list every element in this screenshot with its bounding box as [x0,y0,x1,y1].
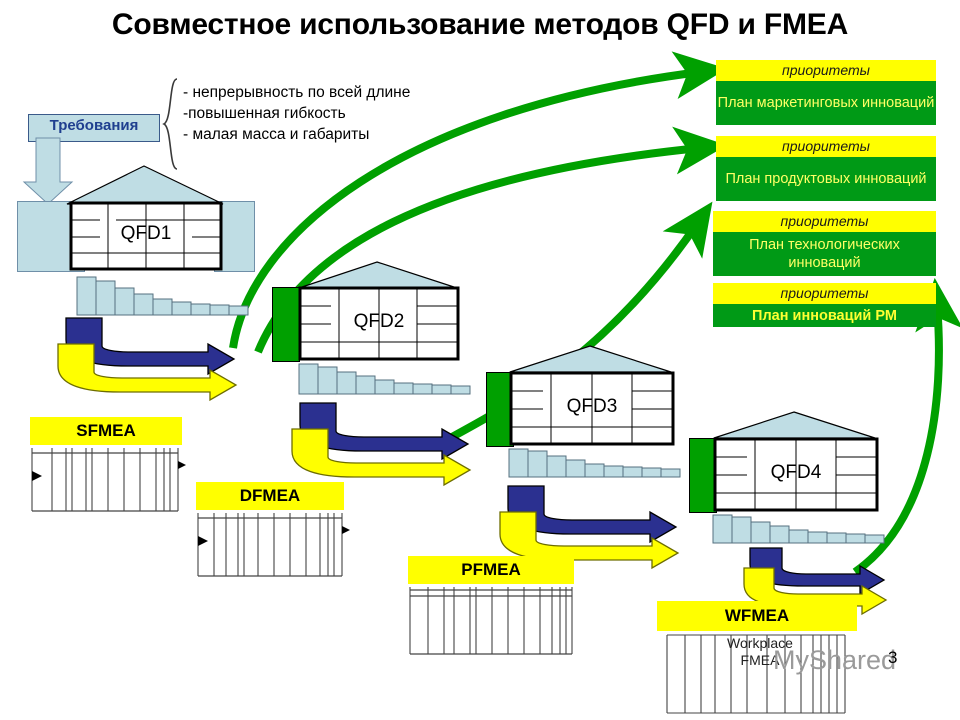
pfmea-group: PFMEA [408,556,578,658]
dfmea-group: DFMEA [196,482,350,580]
green-arrow-to-marketing-plan [229,51,727,349]
qfd2-matrix [298,286,460,361]
wfmea-table [666,634,846,714]
myshared-watermark: MyShared [773,645,897,675]
qfd2-left-panel [272,287,300,362]
wfmea-group: WFMEA Workplace FMEA [657,601,857,717]
qfd1-group: QFD1 [14,160,264,360]
qfd1-histogram [76,276,249,316]
transition-arrows-3 [499,485,680,570]
requirements-brace [162,78,178,170]
plan-pm-header: приоритеты [713,283,936,304]
wfmea-subtitle: Workplace FMEA [727,635,793,668]
dfmea-label: DFMEA [196,482,344,510]
plan-technology-header: приоритеты [713,211,936,232]
plan-product-header: приоритеты [716,136,936,157]
qfd3-histogram [508,448,681,478]
qfd2-label: QFD2 [353,311,405,332]
green-arrow-to-pm-plan [852,277,960,576]
qfd3-matrix [509,371,675,446]
plan-technology-body: План технологических инноваций [713,232,936,276]
qfd1-roof [66,165,224,205]
plan-box-product: приоритеты План продуктовых инноваций [716,136,936,201]
requirements-list: - непрерывность по всей длине -повышенна… [183,84,411,143]
qfd4-histogram [712,514,885,544]
plan-marketing-header: приоритеты [716,60,936,81]
qfd1-label: QFD1 [120,223,172,244]
plan-box-technology: приоритеты План технологических инноваци… [713,211,936,276]
pfmea-table [409,587,573,655]
requirements-label: Требования [49,117,139,134]
plan-marketing-body: План маркетинговых инноваций [716,81,936,125]
requirements-down-arrow [22,137,74,205]
qfd3-roof [509,345,672,373]
plan-pm-body: План инноваций РМ [713,304,936,327]
qfd4-left-panel [689,438,717,513]
qfd4-roof [713,411,876,439]
qfd2-group: QFD2 [265,261,515,462]
qfd3-group: QFD3 [478,345,728,545]
page-number: 3 [888,648,898,667]
qfd4-group: QFD4 [680,410,930,610]
qfd4-label: QFD4 [770,462,822,483]
qfd1-matrix [69,201,223,271]
plan-box-pm: приоритеты План инноваций РМ [713,283,936,327]
dfmea-table [197,513,350,577]
sfmea-group: SFMEA [30,417,186,515]
requirements-box: Требования [28,114,160,142]
qfd4-matrix [713,437,879,512]
sfmea-label: SFMEA [30,417,182,445]
qfd3-label: QFD3 [566,396,618,417]
sfmea-table [31,448,186,512]
pfmea-label: PFMEA [408,556,574,584]
qfd2-histogram [298,363,471,395]
qfd2-roof [298,261,458,289]
plan-box-marketing: приоритеты План маркетинговых инноваций [716,60,936,125]
transition-arrows-2 [291,402,472,487]
page-title: Совместное использование методов QFD и F… [111,8,849,41]
wfmea-label: WFMEA [657,601,857,631]
plan-product-body: План продуктовых инноваций [716,157,936,201]
transition-arrows-1 [57,317,238,402]
